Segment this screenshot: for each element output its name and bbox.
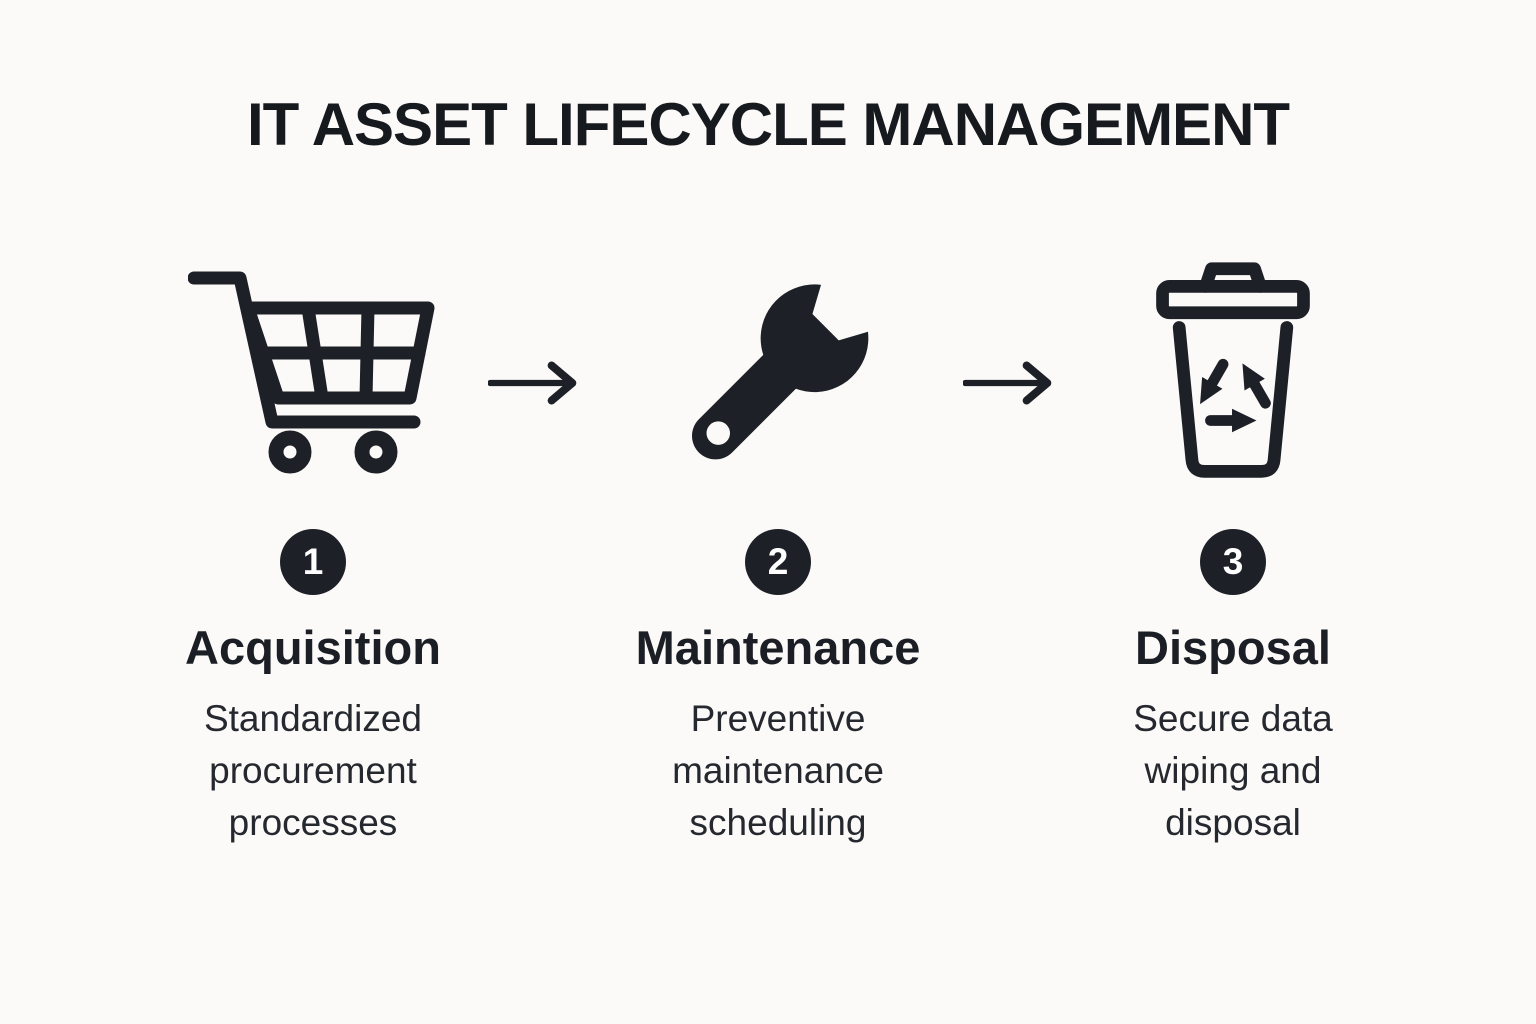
step-acquisition: 1 Acquisition Standardized procurement p… bbox=[138, 254, 488, 848]
lifecycle-flow: 1 Acquisition Standardized procurement p… bbox=[138, 254, 1398, 848]
step-title: Acquisition bbox=[185, 621, 441, 674]
step-description: Preventive maintenance scheduling bbox=[672, 698, 884, 843]
step-number: 1 bbox=[302, 541, 324, 582]
maintenance-icon-box bbox=[661, 254, 896, 489]
arrow-box-1 bbox=[488, 254, 593, 848]
step-description: Standardized procurement processes bbox=[203, 698, 423, 843]
right-arrow-icon bbox=[963, 361, 1052, 405]
step-title: Disposal bbox=[1135, 621, 1331, 674]
disposal-icon-box bbox=[1135, 254, 1331, 489]
step-disposal: 3 Disposal Secure data wiping and dispos… bbox=[1068, 254, 1398, 848]
page-title: IT ASSET LIFECYCLE MANAGEMENT bbox=[246, 91, 1290, 158]
step-number-badge: 3 bbox=[1200, 529, 1266, 595]
step-number-badge: 1 bbox=[280, 529, 346, 595]
shopping-cart-icon bbox=[188, 271, 435, 474]
step-maintenance: 2 Maintenance Preventive maintenance sch… bbox=[593, 254, 963, 848]
acquisition-icon-box bbox=[188, 254, 438, 489]
step-title: Maintenance bbox=[635, 621, 921, 674]
trash-recycle-icon bbox=[1156, 261, 1310, 478]
wrench-icon bbox=[691, 284, 868, 460]
step-number: 2 bbox=[767, 541, 789, 582]
arrow-box-2 bbox=[963, 254, 1068, 848]
recycle-symbol bbox=[1200, 358, 1271, 432]
right-arrow-icon bbox=[488, 361, 577, 405]
step-number-badge: 2 bbox=[745, 529, 811, 595]
step-description: Secure data wiping and disposal bbox=[1133, 698, 1333, 843]
step-number: 3 bbox=[1222, 541, 1244, 582]
